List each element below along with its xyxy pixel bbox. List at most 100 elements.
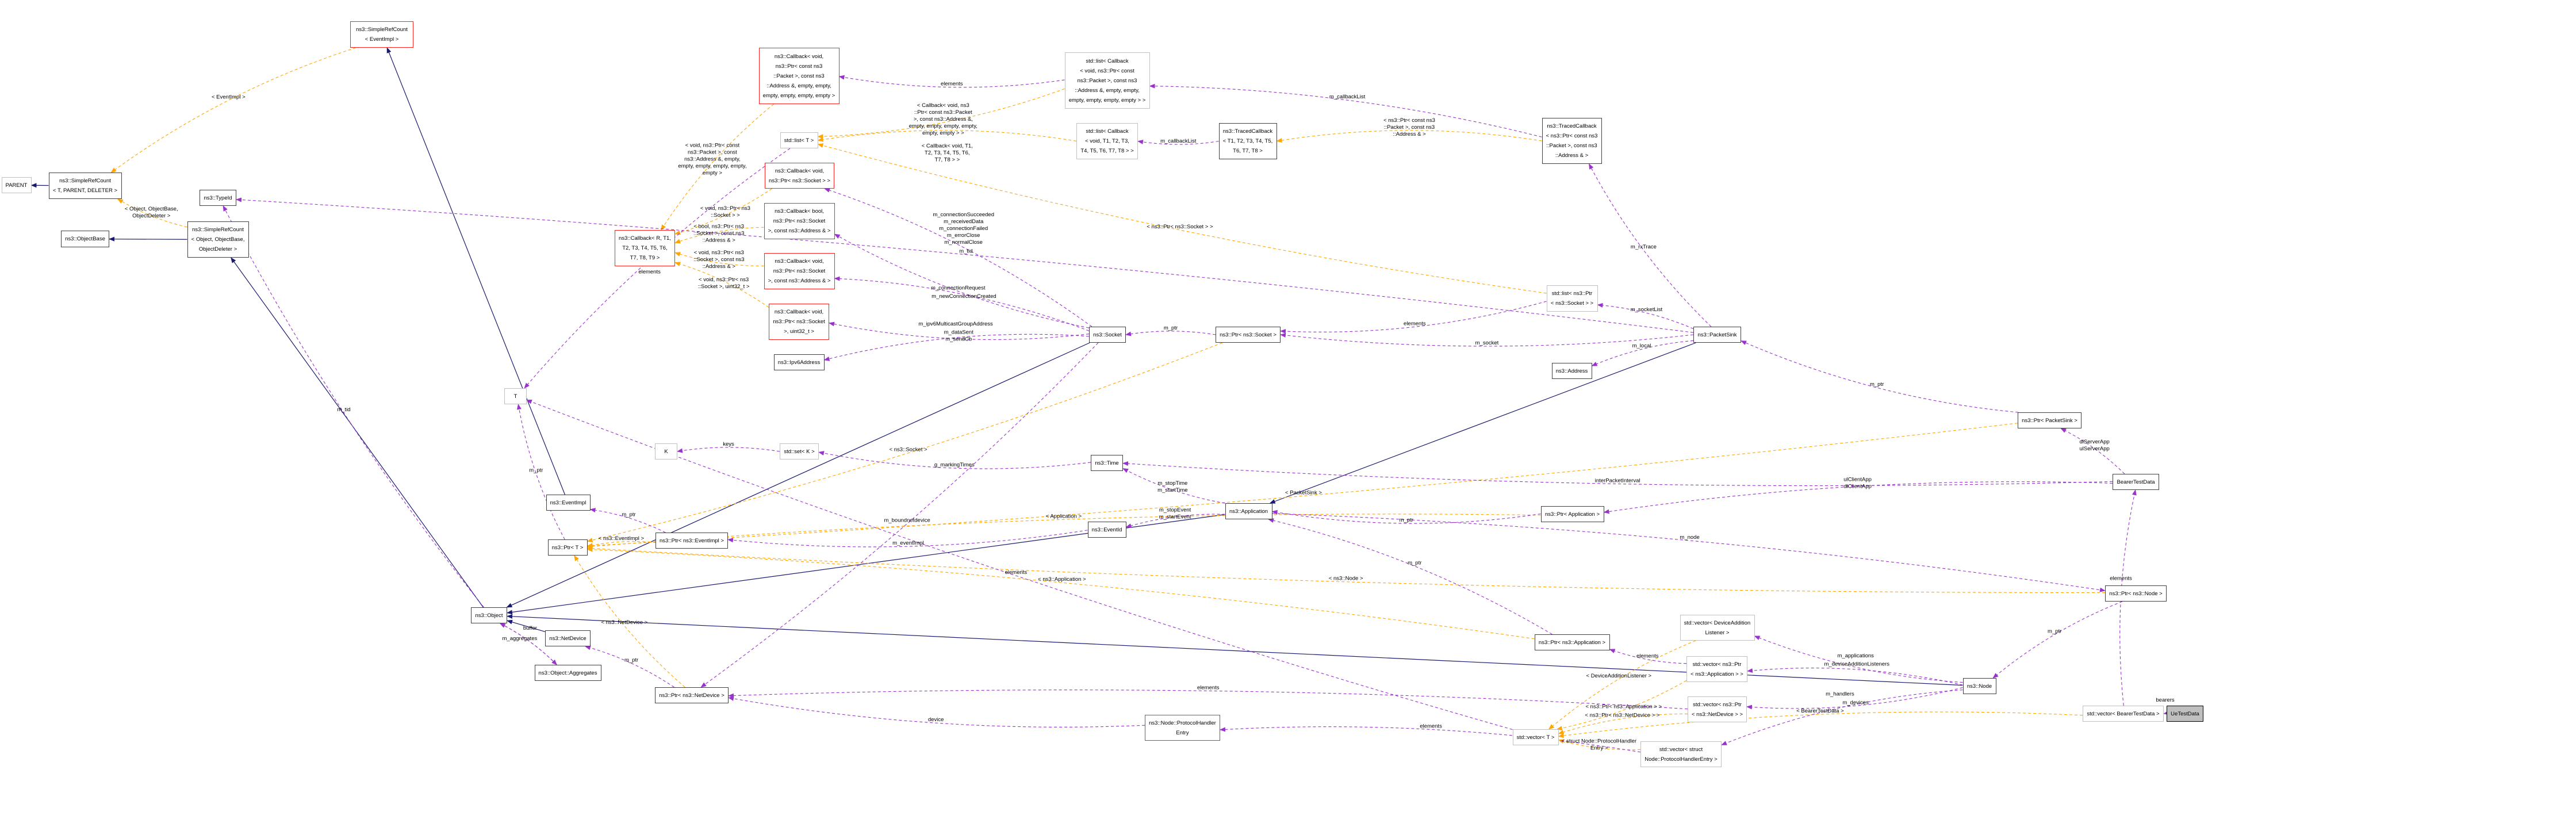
usage-edge	[1268, 518, 1552, 635]
node-list-t[interactable]: std::list< T >	[780, 132, 818, 148]
node-ptr-application[interactable]: ns3::Ptr< Application >	[1540, 506, 1604, 522]
template-edge	[1558, 739, 1641, 750]
node-src-obj[interactable]: ns3::SimpleRefCount < Object, ObjectBase…	[187, 221, 249, 258]
usage-edge	[727, 530, 1088, 547]
node-netdevice[interactable]: ns3::NetDevice	[545, 630, 591, 646]
usage-edge	[1603, 481, 2113, 514]
template-edge	[1276, 130, 1542, 143]
node-socket[interactable]: ns3::Socket	[1089, 327, 1126, 343]
node-typeid[interactable]: ns3::TypeId	[200, 190, 236, 206]
node-object[interactable]: ns3::Object	[471, 607, 507, 623]
node-uetestdata[interactable]: UeTestData	[2167, 706, 2203, 722]
template-edge	[1548, 640, 1696, 730]
node-aggregates[interactable]: ns3::Object::Aggregates	[534, 665, 601, 681]
usage-edge	[585, 645, 674, 688]
usage-edge	[834, 233, 1090, 328]
node-ptr-eventimpl[interactable]: ns3::Ptr< ns3::EventImpl >	[656, 533, 728, 549]
usage-edge	[700, 342, 1099, 688]
node-k[interactable]: K	[655, 443, 677, 459]
usage-edge	[2119, 489, 2137, 706]
node-cb-bool[interactable]: ns3::Callback< bool, ns3::Ptr< ns3::Sock…	[764, 203, 835, 239]
usage-edge	[1721, 690, 1963, 745]
usage-edge	[1149, 83, 1542, 137]
node-list-cbpkt[interactable]: std::list< Callback < void, ns3::Ptr< co…	[1064, 52, 1150, 109]
inherit-edge	[507, 619, 546, 633]
template-edge	[586, 514, 1541, 549]
node-node[interactable]: ns3::Node	[1962, 678, 1996, 694]
node-vec-ptrapp[interactable]: std::vector< ns3::Ptr < ns3::Application…	[1686, 656, 1747, 682]
usage-edge	[838, 75, 1065, 88]
node-tcb-pkt[interactable]: ns3::TracedCallback < ns3::Ptr< const ns…	[1542, 118, 1602, 164]
template-edge	[574, 555, 685, 688]
node-cb-sockaddr[interactable]: ns3::Callback< void, ns3::Ptr< ns3::Sock…	[764, 253, 835, 289]
usage-edge	[223, 205, 484, 608]
node-vec-t[interactable]: std::vector< T >	[1512, 729, 1559, 745]
usage-edge	[1220, 726, 1641, 753]
node-src-ev[interactable]: ns3::SimpleRefCount < EventImpl >	[350, 21, 413, 48]
inherit-edge	[109, 236, 187, 242]
usage-edge	[1271, 510, 1541, 524]
usage-edge	[1137, 139, 1219, 145]
usage-edge	[1992, 601, 2123, 679]
node-ptr-packetsink[interactable]: ns3::Ptr< PacketSink >	[2018, 412, 2082, 428]
node-ptr-t[interactable]: ns3::Ptr< T >	[547, 539, 588, 556]
node-cb-pkt[interactable]: ns3::Callback< void, ns3::Ptr< const ns3…	[758, 48, 839, 104]
node-application[interactable]: ns3::Application	[1225, 503, 1272, 519]
node-cb-u32[interactable]: ns3::Callback< void, ns3::Ptr< ns3::Sock…	[769, 304, 829, 340]
template-edge	[817, 130, 1077, 142]
node-ptr-netdevice[interactable]: ns3::Ptr< ns3::NetDevice >	[655, 687, 729, 703]
node-time[interactable]: ns3::Time	[1091, 455, 1123, 471]
template-edge	[110, 47, 356, 173]
template-edge	[1558, 713, 1688, 734]
template-edge	[674, 188, 772, 235]
template-edge	[661, 104, 774, 231]
inherit-edge	[231, 257, 484, 608]
usage-edge	[824, 188, 1092, 327]
usage-edge	[1122, 461, 2113, 487]
node-ptr-socket[interactable]: ns3::Ptr< ns3::Socket >	[1216, 327, 1281, 343]
node-vec-phe[interactable]: std::vector< struct Node::ProtocolHandle…	[1640, 741, 1722, 767]
usage-edge	[834, 276, 1090, 331]
node-ptr-node[interactable]: ns3::Ptr< ns3::Node >	[2105, 585, 2167, 602]
node-vec-ptrnd[interactable]: std::vector< ns3::Ptr < ns3::NetDevice >…	[1688, 696, 1747, 722]
usage-edge	[499, 623, 557, 665]
node-ipv6[interactable]: ns3::Ipv6Address	[773, 354, 825, 370]
usage-edge	[1122, 468, 1225, 504]
usage-edge	[516, 404, 565, 540]
node-src-tpd[interactable]: ns3::SimpleRefCount < T, PARENT, DELETER…	[48, 173, 122, 199]
node-vec-dal[interactable]: std::vector< DeviceAddition Listener >	[1680, 615, 1755, 641]
node-cb-sock[interactable]: ns3::Callback< void, ns3::Ptr< ns3::Sock…	[765, 163, 834, 189]
template-edge	[674, 262, 769, 308]
usage-edge	[728, 696, 1145, 727]
node-packetsink[interactable]: ns3::PacketSink	[1693, 327, 1741, 343]
template-edge	[586, 546, 2106, 593]
node-set-k[interactable]: std::set< K >	[780, 443, 819, 459]
usage-edge	[1754, 635, 1963, 683]
node-list-ptrsock[interactable]: std::list< ns3::Ptr < ns3::Socket > >	[1546, 285, 1598, 312]
inherit-edge	[386, 47, 565, 495]
node-ptr-nsapp[interactable]: ns3::Ptr< ns3::Application >	[1534, 634, 1610, 650]
template-edge	[1556, 680, 1687, 731]
node-eventid[interactable]: ns3::EventId	[1087, 522, 1126, 538]
node-tcb-t[interactable]: ns3::TracedCallback < T1, T2, T3, T4, T5…	[1218, 123, 1277, 159]
usage-edge	[524, 148, 791, 389]
node-parent[interactable]: PARENT	[1, 177, 32, 193]
template-edge	[586, 547, 1535, 639]
node-objectbase[interactable]: ns3::ObjectBase	[61, 231, 109, 247]
node-cb-r[interactable]: ns3::Callback< R, T1, T2, T3, T4, T5, T6…	[615, 230, 675, 266]
template-edge	[674, 252, 764, 266]
node-t[interactable]: T	[504, 388, 527, 404]
usage-edge	[1597, 302, 1694, 330]
node-bearer[interactable]: BearerTestData	[2113, 474, 2159, 490]
usage-edge	[589, 508, 666, 533]
node-address[interactable]: ns3::Address	[1551, 363, 1592, 379]
template-edge	[1558, 711, 2083, 738]
node-phe[interactable]: ns3::Node::ProtocolHandler Entry	[1145, 715, 1220, 741]
node-vec-bearer[interactable]: std::vector< BearerTestData >	[2083, 706, 2164, 722]
template-edge	[817, 88, 1065, 139]
usage-edge	[1589, 163, 1712, 327]
node-eventimpl[interactable]: ns3::EventImpl	[546, 495, 591, 511]
node-list-cbt[interactable]: std::list< Callback < void, T1, T2, T3, …	[1076, 123, 1138, 159]
